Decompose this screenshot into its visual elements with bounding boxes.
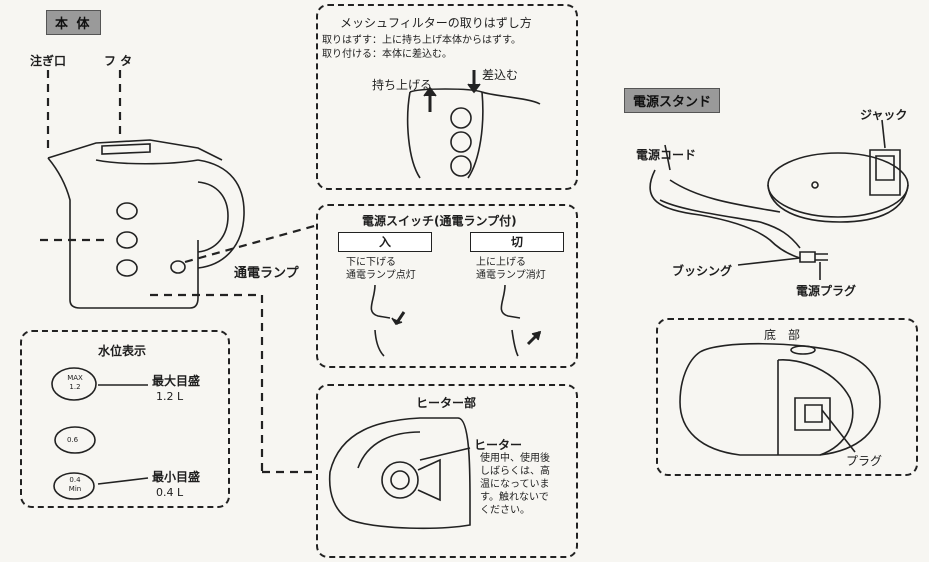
max-mark-bottom: 1.2 [69,383,81,391]
power-stand-tag: 電源スタンド [624,88,721,113]
mesh-attach-text: 取り付ける：本体に差込む。 [322,49,452,60]
power-lamp-label: 通電ランプ [234,266,299,281]
lift-label: 持ち上げる [372,78,433,92]
heater-warning-2: しばらくは、高 [480,466,550,477]
max-value: 1.2 L [156,390,184,403]
power-switch-title: 電源スイッチ(通電ランプ付) [362,214,517,228]
switch-off-label: 切 [470,232,564,252]
max-label: 最大目盛 [152,374,201,388]
max-mark-top: MAX [67,374,83,382]
heater-box [316,384,578,558]
switch-on-label: 入 [338,232,432,252]
insert-label: 差込む [482,68,519,82]
lid-label: フ タ [104,54,133,68]
spout-label: 注ぎ口 [30,54,67,68]
jack-label: ジャック [860,108,908,122]
switch-on-desc-2: 通電ランプ点灯 [346,270,416,281]
min-mark: 0.4 Min [66,476,84,494]
heater-illustration [328,417,471,530]
water-level-title: 水位表示 [98,344,147,358]
min-value: 0.4 L [156,486,184,499]
heater-label: ヒーター [474,438,523,452]
min-mark-top: 0.4 [69,476,81,484]
heater-warning-1: 使用中、使用後 [480,453,550,464]
heater-title: ヒーター部 [416,396,477,410]
mesh-filter-illustration [406,70,541,179]
water-level-box [20,330,230,508]
mesh-filter-box [316,4,578,190]
switch-off-desc-2: 通電ランプ消灯 [476,270,546,281]
switch-on-desc-1: 下に下げる [346,257,396,268]
cord-label: 電源コード [636,148,697,162]
mesh-filter-title: メッシュフィルターの取りはずし方 [340,16,532,30]
switch-off-desc-1: 上に上げる [476,257,526,268]
max-mark: MAX 1.2 [66,374,84,392]
power-switch-box [316,204,578,368]
mid-mark: 0.6 [67,436,79,444]
power-stand-illustration [649,119,909,280]
bottom-box [656,318,918,476]
bottom-title: 底 部 [764,328,801,342]
bottom-plug-label: プラグ [846,454,883,468]
bottom-view-illustration [679,342,881,456]
main-unit-tag: 本 体 [46,10,101,35]
kettle-illustration [47,139,245,309]
heater-warning-3: 温になっていま [480,479,550,490]
heater-warning-4: す。触れないで [480,492,549,503]
bushing-label: ブッシング [672,264,733,278]
mesh-remove-text: 取りはずす：上に持ち上げ本体からはずす。 [322,35,521,46]
min-label: 最小目盛 [152,470,201,484]
min-mark-bottom: Min [68,485,82,493]
heater-warning-5: ください。 [480,505,530,516]
power-plug-label: 電源プラグ [796,284,857,298]
